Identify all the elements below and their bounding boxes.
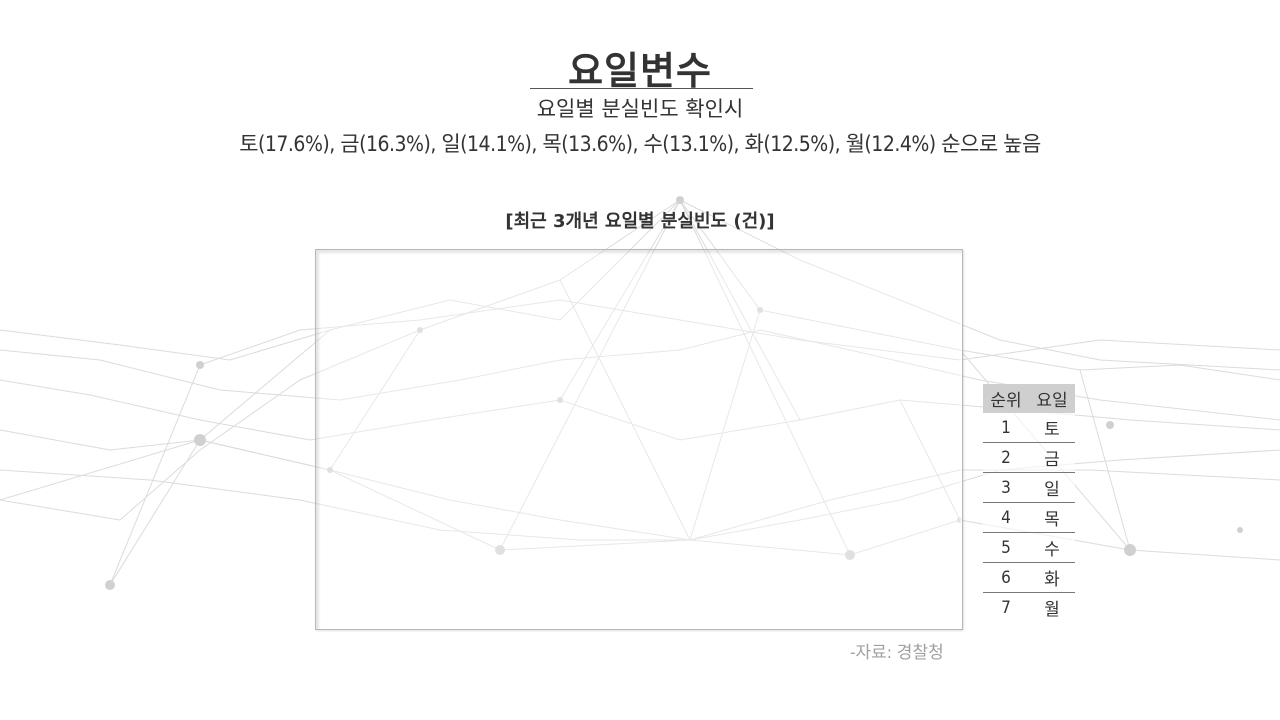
- table-row: 1 토: [983, 413, 1075, 443]
- rank-cell: 7: [983, 592, 1029, 622]
- slide-title: 요일변수: [568, 49, 712, 93]
- title-underline: [530, 88, 753, 89]
- rank-table-header-row: 순위 요일: [983, 384, 1075, 413]
- chart-heading: [최근 3개년 요일별 분실빈도 (건)]: [505, 211, 775, 232]
- rank-cell: 3: [983, 472, 1029, 503]
- rank-cell: 5: [983, 532, 1029, 563]
- table-row: 3 일: [983, 472, 1075, 503]
- day-cell: 화: [1029, 562, 1075, 593]
- day-cell: 토: [1029, 413, 1075, 443]
- day-cell: 수: [1029, 532, 1075, 563]
- rank-cell: 1: [983, 413, 1029, 443]
- rank-table: 순위 요일 1 토 2 금 3 일 4 목 5 수 6 화 7 월: [983, 384, 1075, 622]
- rank-cell: 6: [983, 562, 1029, 593]
- ranking-summary: 토(17.6%), 금(16.3%), 일(14.1%), 목(13.6%), …: [239, 132, 1041, 156]
- table-row: 4 목: [983, 502, 1075, 533]
- source-note: -자료: 경찰청: [850, 643, 944, 663]
- rank-column-header: 순위: [983, 384, 1029, 413]
- table-row: 2 금: [983, 442, 1075, 473]
- chart-frame: [315, 249, 963, 630]
- rank-cell: 4: [983, 502, 1029, 533]
- day-cell: 금: [1029, 442, 1075, 473]
- day-column-header: 요일: [1029, 384, 1075, 413]
- slide-subtitle: 요일별 분실빈도 확인시: [536, 97, 744, 121]
- table-row: 6 화: [983, 562, 1075, 593]
- day-cell: 목: [1029, 502, 1075, 533]
- table-row: 7 월: [983, 592, 1075, 622]
- rank-cell: 2: [983, 442, 1029, 473]
- day-cell: 일: [1029, 472, 1075, 503]
- table-row: 5 수: [983, 532, 1075, 563]
- day-cell: 월: [1029, 592, 1075, 622]
